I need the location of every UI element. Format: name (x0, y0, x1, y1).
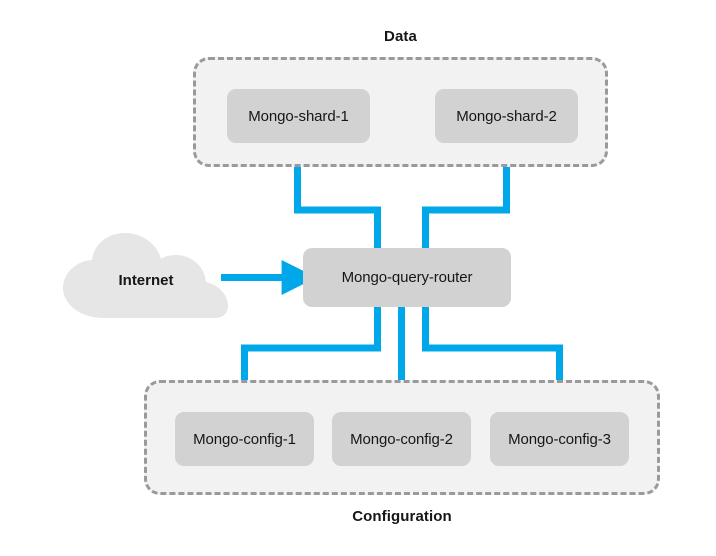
node-mongo-config-2[interactable]: Mongo-config-2 (332, 412, 471, 466)
node-mongo-config-1[interactable]: Mongo-config-1 (175, 412, 314, 466)
cloud-icon-internet[interactable] (60, 230, 232, 322)
node-mongo-shard-2[interactable]: Mongo-shard-2 (435, 89, 578, 143)
group-data-caption: Data (384, 28, 417, 45)
connector-shard-2-to-router (422, 140, 510, 252)
node-mongo-query-router[interactable]: Mongo-query-router (303, 248, 511, 307)
connector-shard-1-to-router (294, 140, 381, 252)
group-configuration-caption: Configuration (352, 508, 452, 525)
node-mongo-shard-1[interactable]: Mongo-shard-1 (227, 89, 370, 143)
node-mongo-config-3[interactable]: Mongo-config-3 (490, 412, 629, 466)
